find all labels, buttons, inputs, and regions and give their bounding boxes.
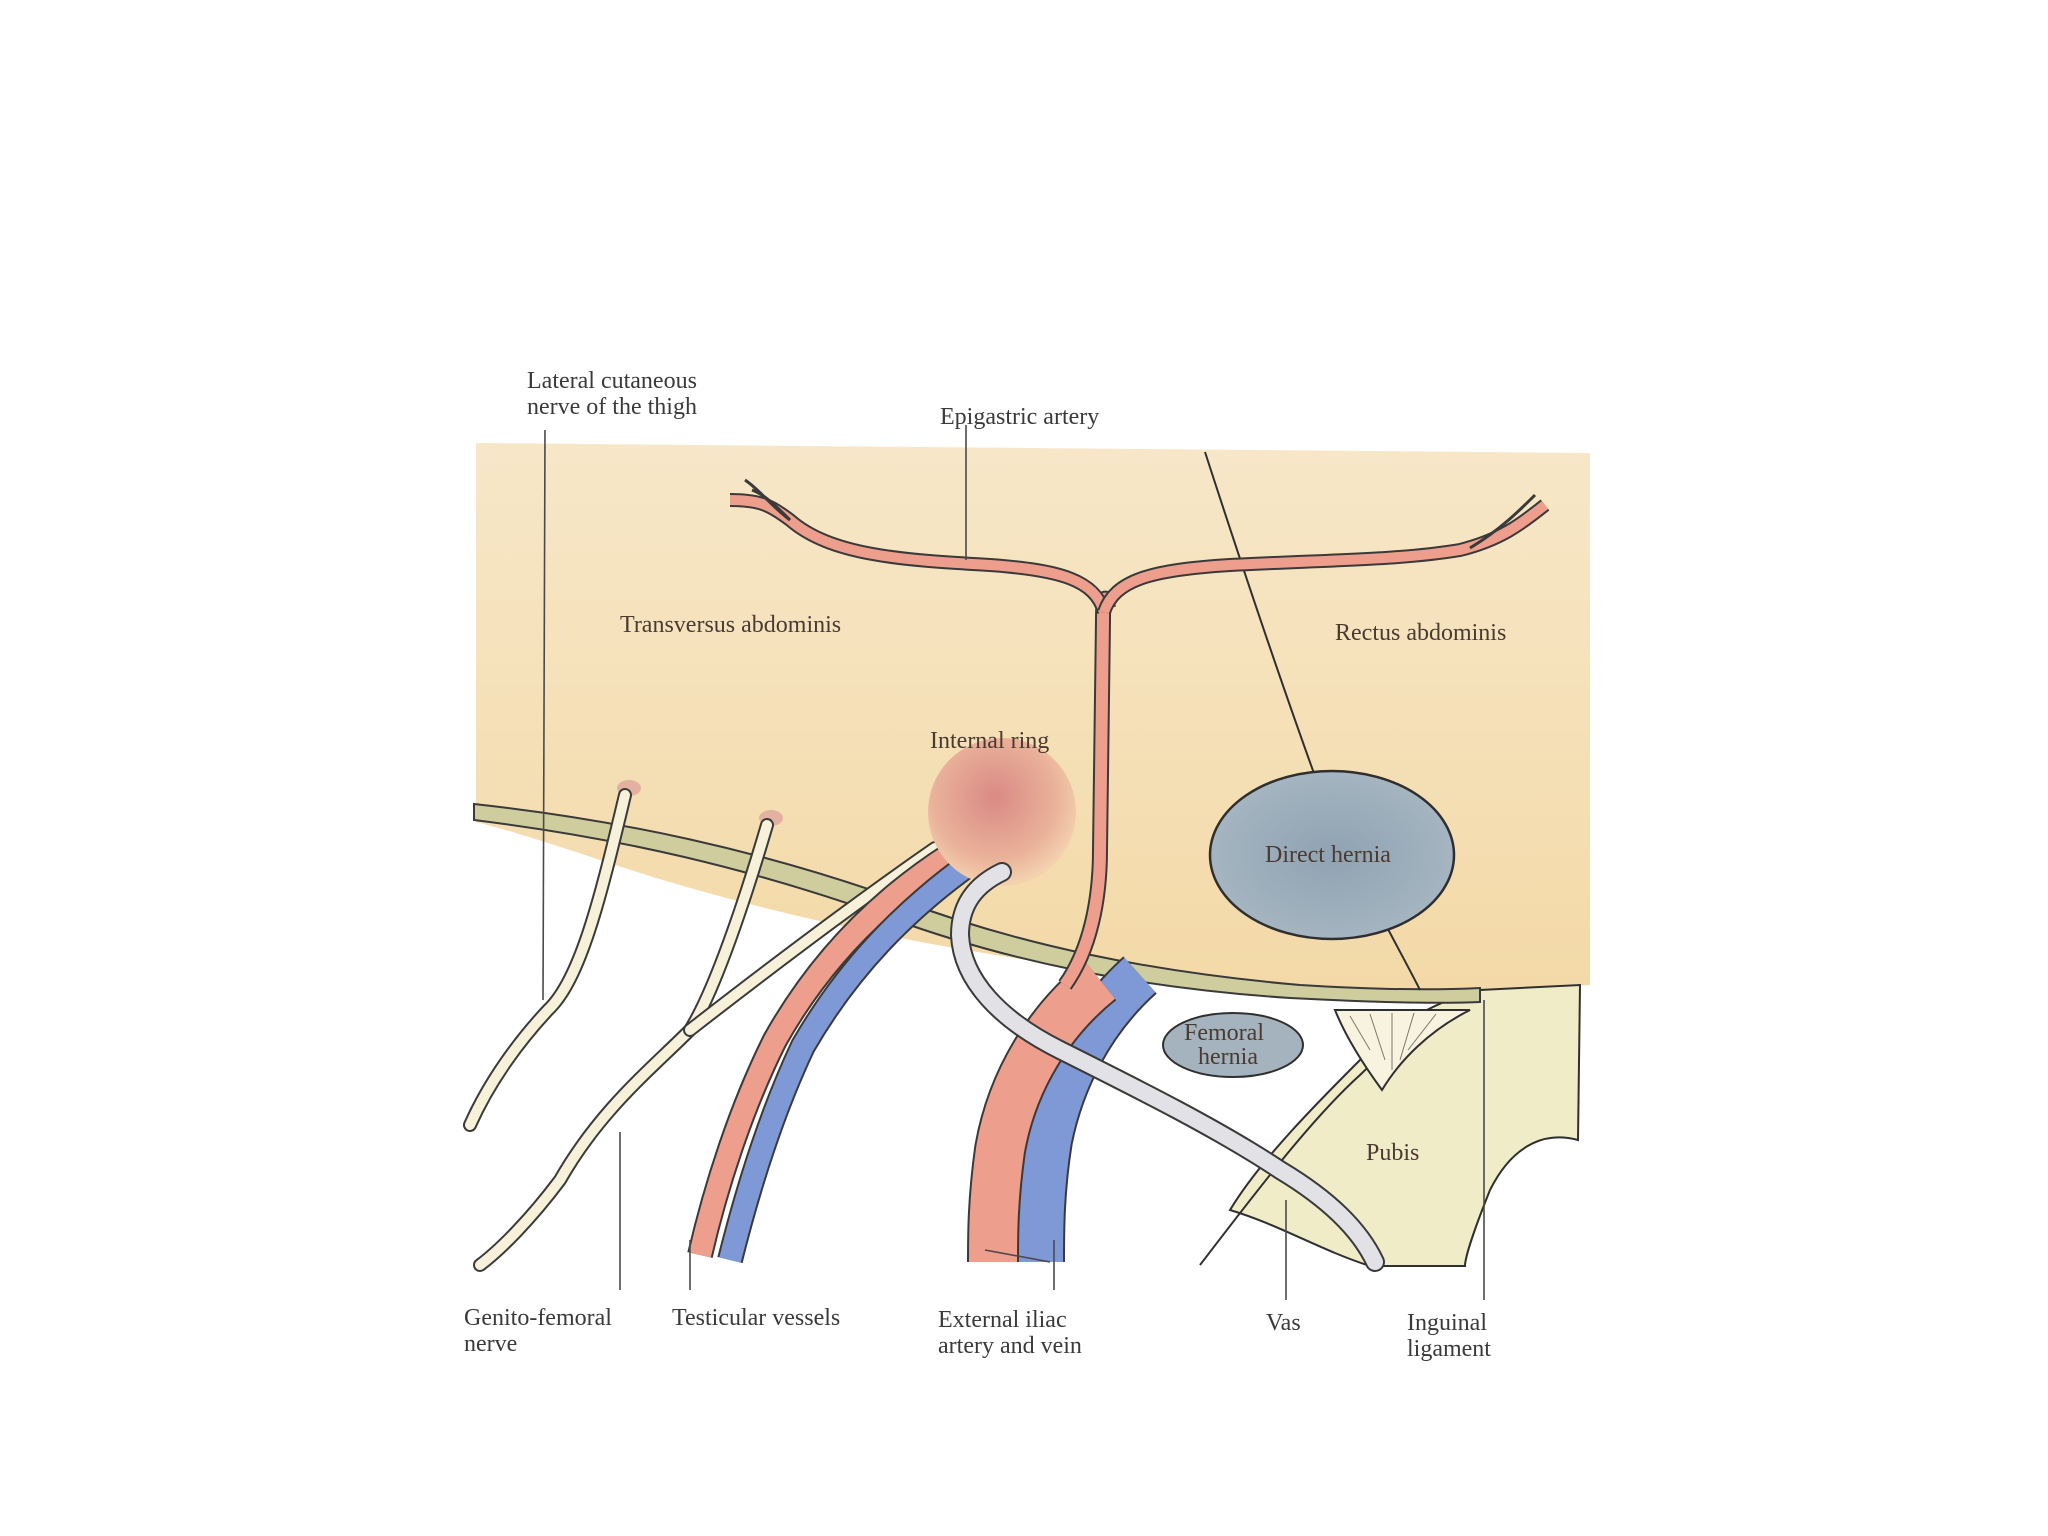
label-vas: Vas xyxy=(1266,1310,1301,1336)
label-rectus-abdominis: Rectus abdominis xyxy=(1335,620,1506,646)
label-inguinal-1: Inguinal xyxy=(1407,1310,1487,1336)
label-lateral-cutaneous-1: Lateral cutaneous xyxy=(527,368,697,394)
label-pubis: Pubis xyxy=(1366,1140,1419,1166)
label-lateral-cutaneous-2: nerve of the thigh xyxy=(527,394,697,420)
label-direct-hernia: Direct hernia xyxy=(1265,842,1391,868)
label-femoral-hernia-2: hernia xyxy=(1198,1044,1258,1070)
label-genito-femoral-1: Genito-femoral xyxy=(464,1305,612,1331)
label-epigastric-artery: Epigastric artery xyxy=(940,404,1099,430)
label-inguinal-2: ligament xyxy=(1407,1336,1491,1362)
label-testicular-vessels: Testicular vessels xyxy=(672,1305,840,1331)
label-internal-ring: Internal ring xyxy=(930,728,1049,754)
label-femoral-hernia-1: Femoral xyxy=(1184,1020,1264,1046)
label-genito-femoral-2: nerve xyxy=(464,1331,517,1357)
label-transversus-abdominis: Transversus abdominis xyxy=(620,612,841,638)
label-external-iliac-2: artery and vein xyxy=(938,1333,1082,1359)
label-external-iliac-1: External iliac xyxy=(938,1307,1067,1333)
